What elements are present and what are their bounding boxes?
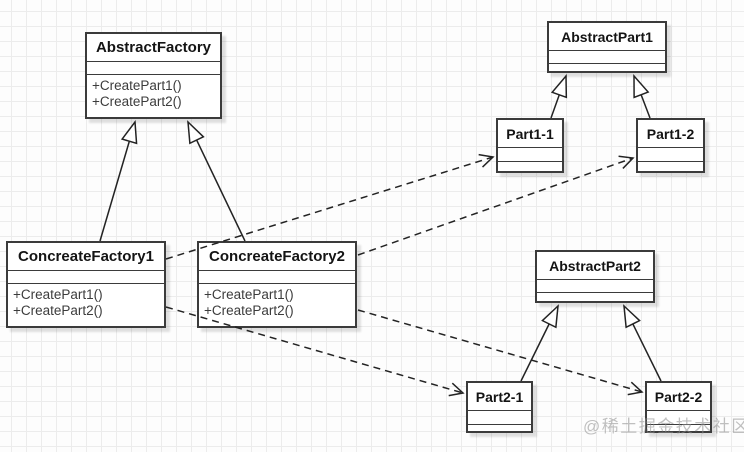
attributes-compartment: [468, 410, 531, 424]
class-name: Part1-2: [646, 125, 695, 142]
class-name: Part1-1: [506, 125, 554, 142]
attributes-compartment: [549, 50, 665, 63]
attributes-compartment: [8, 270, 164, 283]
generalization-arrow-part12-abstractpart1: [633, 74, 651, 119]
methods-compartment: [468, 424, 531, 431]
class-name: AbstractPart2: [549, 257, 641, 274]
methods-compartment: [647, 424, 710, 431]
class-box-concreate-factory-1: ConcreateFactory1 +CreatePart1() +Create…: [6, 241, 166, 328]
method-label: +CreatePart2(): [13, 303, 103, 318]
methods-compartment: [537, 292, 653, 301]
generalization-arrow-part11-abstractpart1: [550, 73, 568, 119]
methods-compartment: [638, 161, 703, 171]
method-label: +CreatePart2(): [204, 303, 294, 318]
class-name: Part2-1: [475, 388, 524, 405]
attributes-compartment: [537, 279, 653, 292]
methods-compartment: +CreatePart1() +CreatePart2(): [8, 283, 164, 326]
class-box-abstract-factory: AbstractFactory +CreatePart1() +CreatePa…: [85, 32, 222, 119]
class-box-part-1-1: Part1-1: [496, 118, 564, 173]
method-label: +CreatePart1(): [13, 287, 103, 302]
class-box-concreate-factory-2: ConcreateFactory2 +CreatePart1() +Create…: [197, 241, 357, 328]
method-label: +CreatePart2(): [92, 94, 182, 109]
methods-compartment: [549, 63, 665, 71]
methods-compartment: +CreatePart1() +CreatePart2(): [199, 283, 355, 326]
generalization-arrow-part22-abstractpart2: [623, 304, 662, 382]
attributes-compartment: [638, 147, 703, 161]
generalization-arrow-cf1-abstractfactory: [99, 119, 138, 242]
attributes-compartment: [87, 61, 220, 74]
class-name: ConcreateFactory2: [209, 248, 345, 265]
class-box-part-2-2: Part2-2: [645, 381, 712, 433]
generalization-arrow-part21-abstractpart2: [520, 304, 559, 382]
juejin-watermark: @稀土掘金技术社区: [583, 417, 744, 436]
method-label: +CreatePart1(): [92, 78, 182, 93]
class-name: Part2-2: [654, 388, 703, 405]
class-name: AbstractPart1: [561, 28, 653, 45]
generalization-arrow-cf2-abstractfactory: [187, 120, 246, 242]
class-name: ConcreateFactory1: [18, 248, 154, 265]
class-box-part-1-2: Part1-2: [636, 118, 705, 173]
method-label: +CreatePart1(): [204, 287, 294, 302]
dependency-arrow-cf2-part22: [357, 309, 644, 396]
class-name: AbstractFactory: [95, 39, 212, 56]
attributes-compartment: [647, 410, 710, 424]
methods-compartment: [498, 161, 562, 171]
class-box-abstract-part-2: AbstractPart2: [535, 250, 655, 303]
methods-compartment: +CreatePart1() +CreatePart2(): [87, 74, 220, 117]
attributes-compartment: [199, 270, 355, 283]
attributes-compartment: [498, 147, 562, 161]
class-box-part-2-1: Part2-1: [466, 381, 533, 433]
class-box-abstract-part-1: AbstractPart1: [547, 21, 667, 73]
